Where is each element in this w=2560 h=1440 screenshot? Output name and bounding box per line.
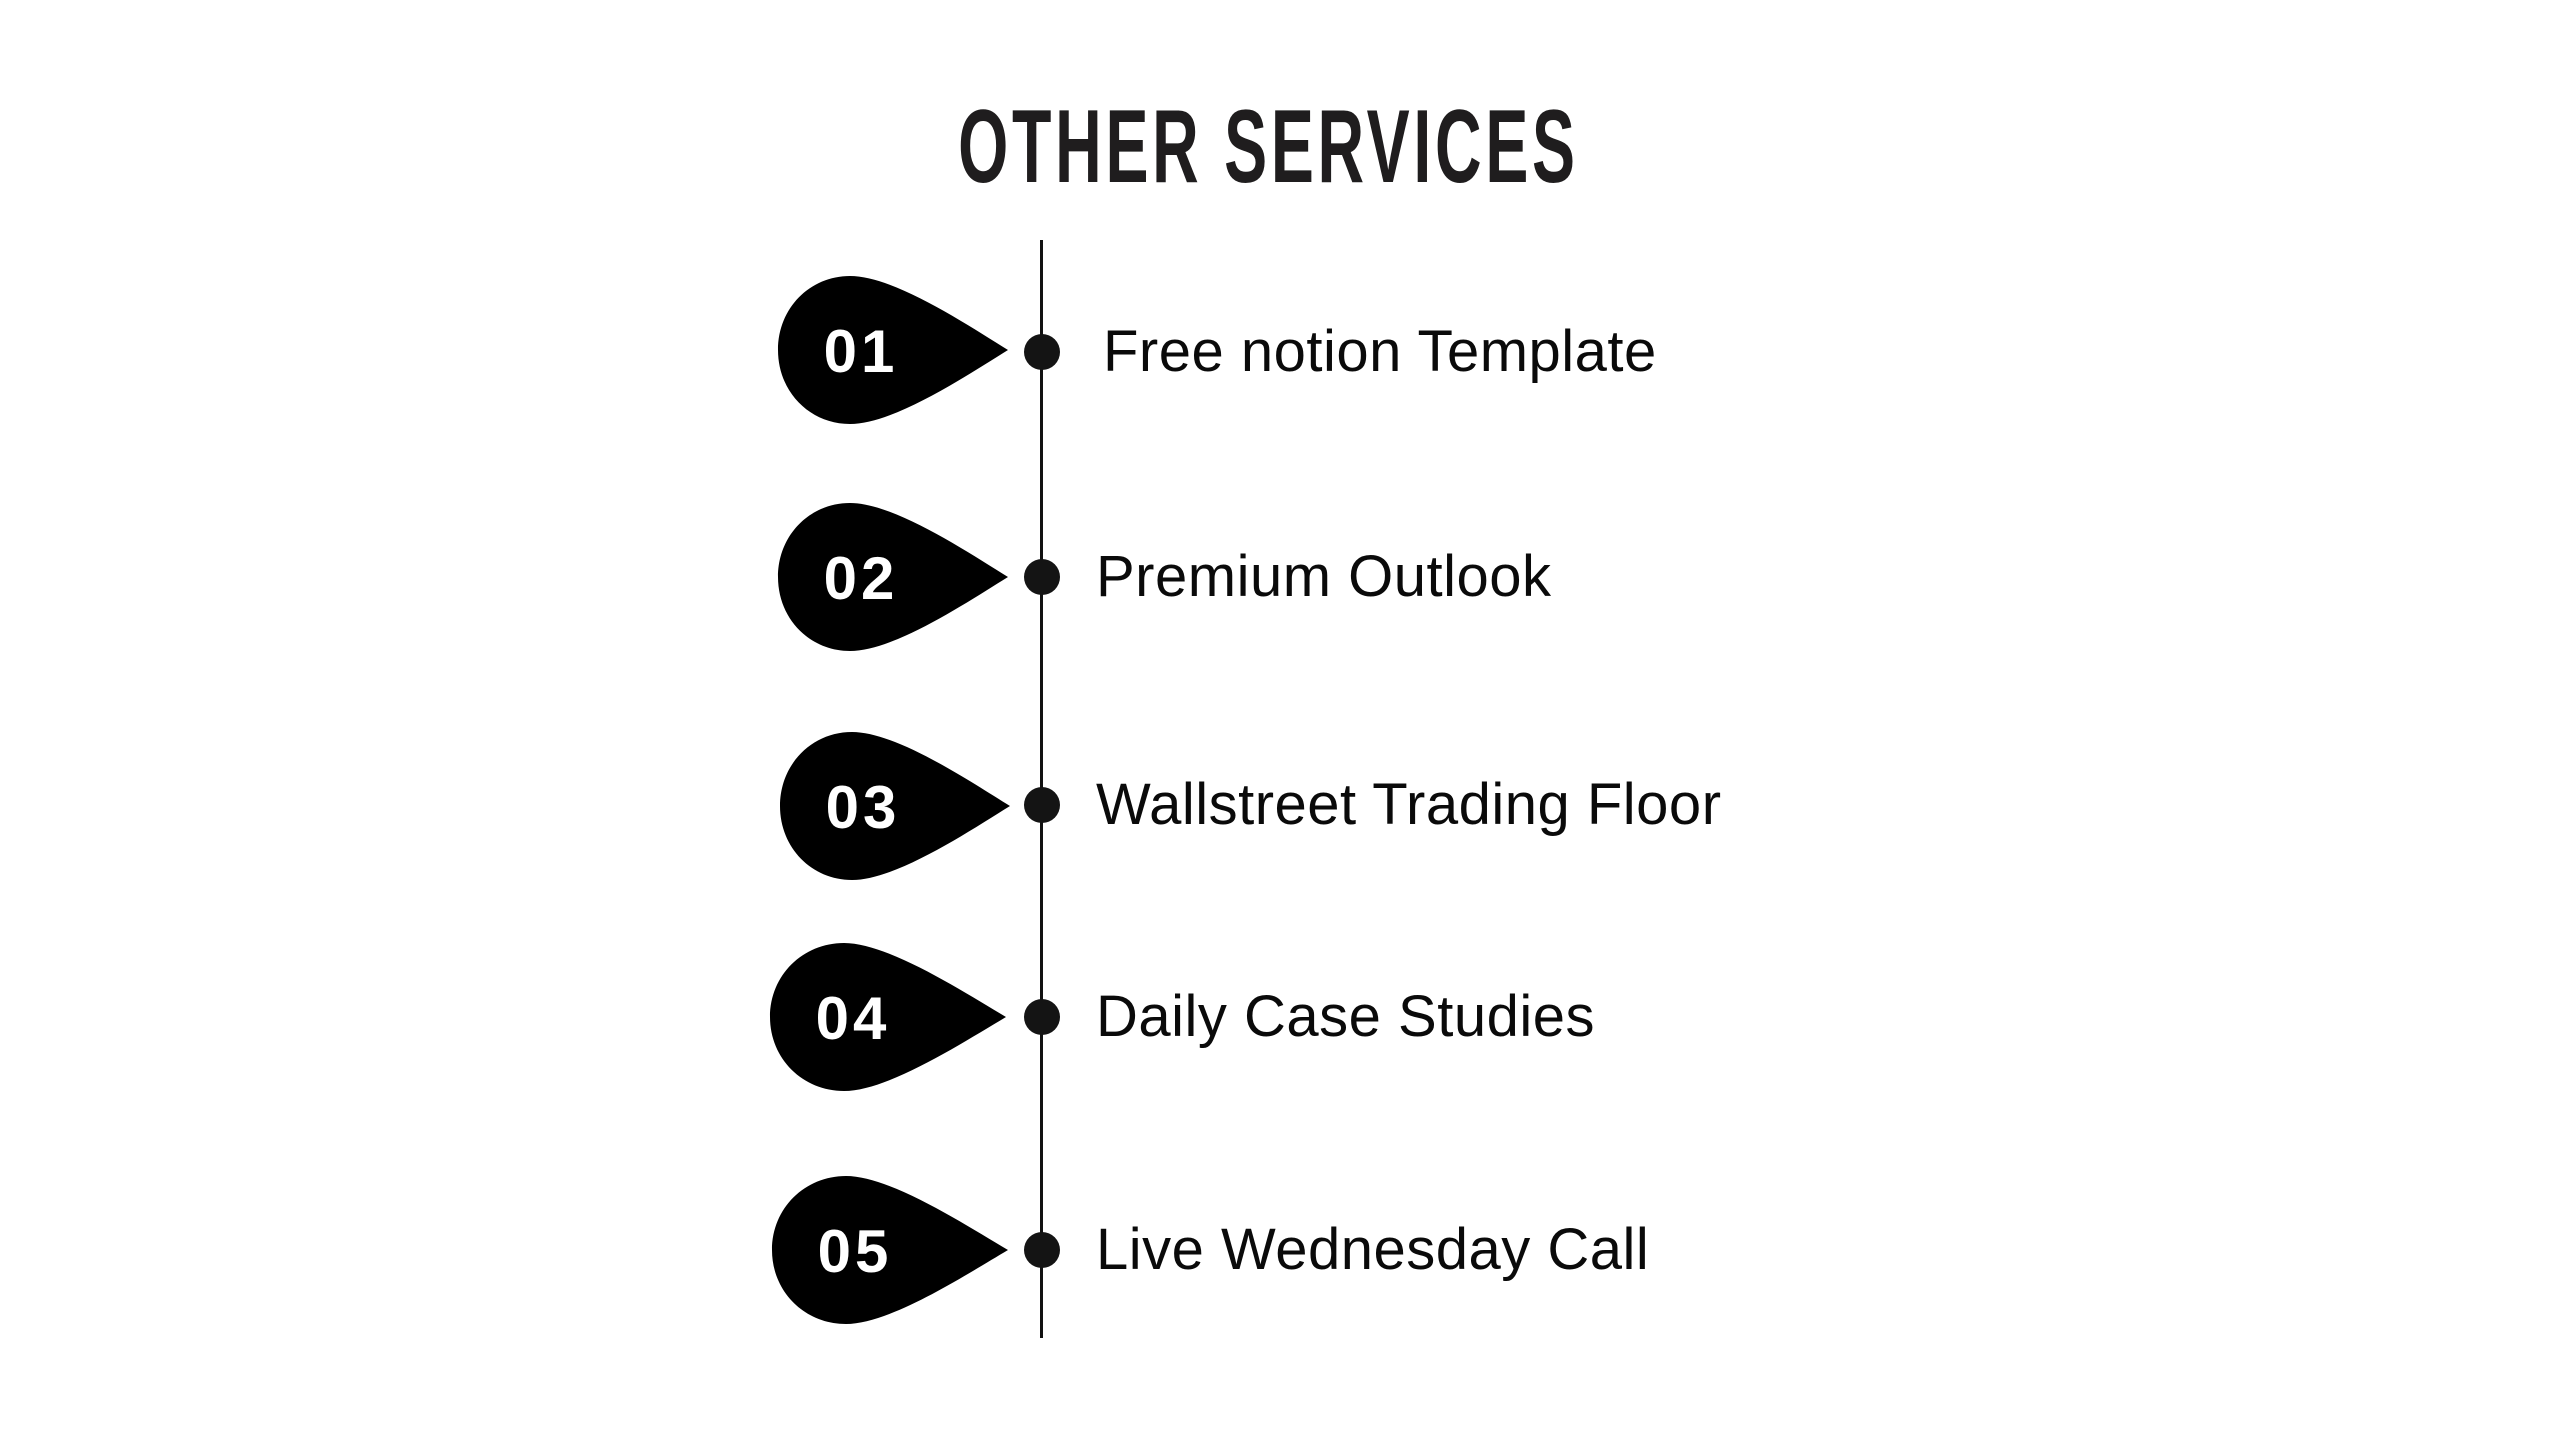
timeline-dot-icon <box>1024 334 1060 370</box>
timeline-item-5: 05 Live Wednesday Call <box>0 1170 2560 1330</box>
item-number: 01 <box>823 318 899 385</box>
teardrop-marker-icon: 01 <box>776 274 1016 430</box>
teardrop-marker-icon: 02 <box>776 501 1016 657</box>
item-label: Live Wednesday Call <box>1096 1217 1650 1282</box>
timeline-dot-icon <box>1024 559 1060 595</box>
timeline-item-3: 03 Wallstreet Trading Floor <box>0 725 2560 885</box>
item-label: Daily Case Studies <box>1096 984 1595 1049</box>
timeline-dot-icon <box>1024 787 1060 823</box>
item-label: Wallstreet Trading Floor <box>1096 772 1722 837</box>
item-number: 03 <box>825 774 901 841</box>
item-label: Free notion Template <box>1103 319 1657 384</box>
timeline-dot-icon <box>1024 1232 1060 1268</box>
page-title-text: OTHER SERVICES <box>957 89 1579 205</box>
timeline-dot-icon <box>1024 999 1060 1035</box>
timeline-item-1: 01 Free notion Template <box>0 272 2560 432</box>
teardrop-marker-icon: 04 <box>768 941 1008 1097</box>
item-number: 02 <box>823 545 899 612</box>
timeline-item-2: 02 Premium Outlook <box>0 497 2560 657</box>
timeline-item-4: 04 Daily Case Studies <box>0 937 2560 1097</box>
page-title: OTHER SERVICES <box>0 92 2560 202</box>
item-label: Premium Outlook <box>1096 544 1552 609</box>
item-number: 05 <box>817 1218 893 1285</box>
teardrop-marker-icon: 05 <box>770 1174 1010 1330</box>
item-number: 04 <box>815 985 891 1052</box>
teardrop-marker-icon: 03 <box>778 730 1018 886</box>
